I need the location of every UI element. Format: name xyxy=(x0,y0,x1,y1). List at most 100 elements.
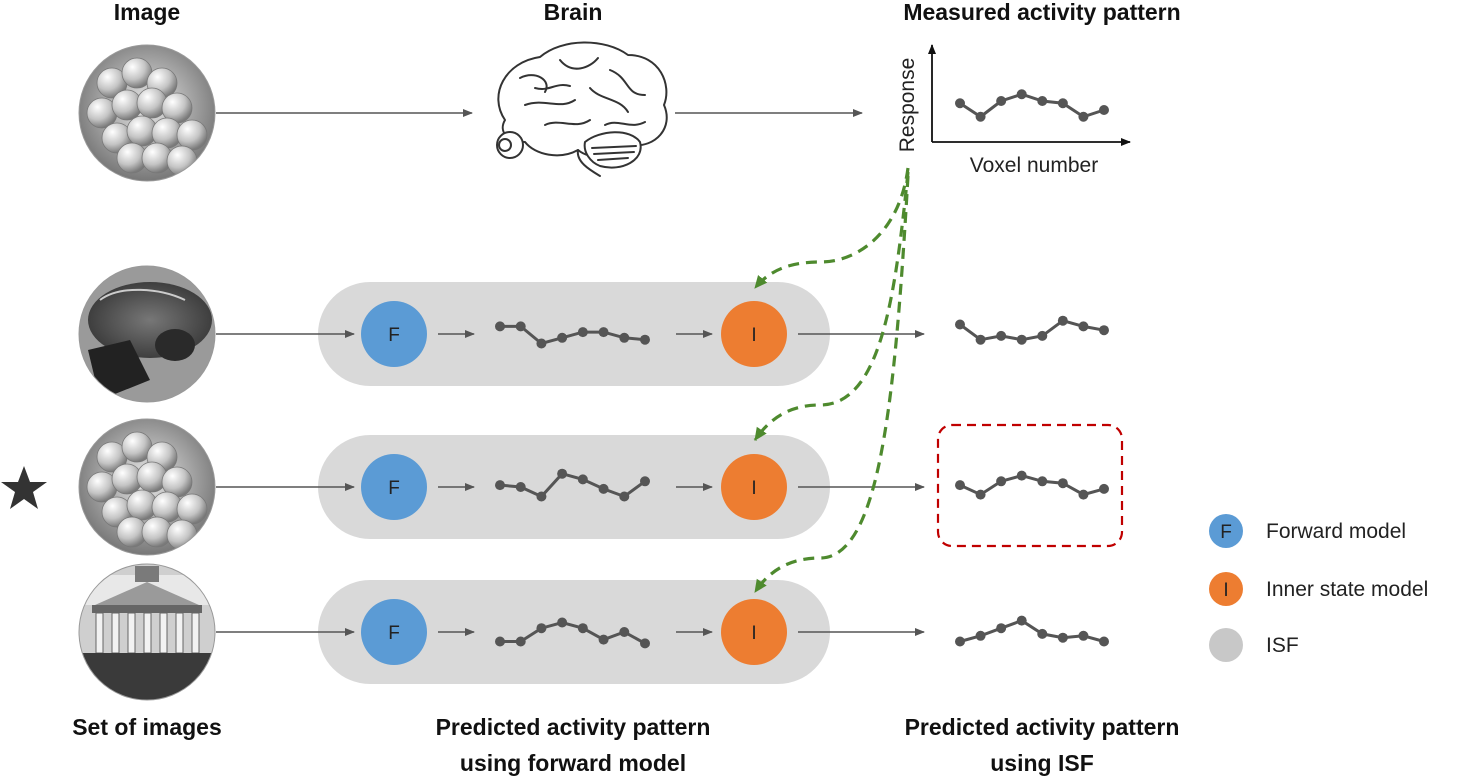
legend-forward-symbol: F xyxy=(1220,522,1232,543)
inner-model-node xyxy=(721,599,787,665)
inner-model-letter: I xyxy=(751,623,756,644)
measured-pattern-series-point xyxy=(955,98,965,109)
isf-pattern-point xyxy=(996,623,1007,634)
isf-pattern-point xyxy=(955,319,965,330)
forward-pattern-point xyxy=(536,338,547,349)
header-image: Image xyxy=(114,0,180,25)
measured-pattern-series-point xyxy=(1037,96,1048,106)
isf-pattern-point xyxy=(1037,628,1048,639)
inner-model-node xyxy=(721,454,787,520)
forward-pattern-point xyxy=(557,617,568,628)
isf-pattern-point xyxy=(1099,483,1109,494)
header-measured: Measured activity pattern xyxy=(903,0,1180,25)
measured-pattern-series-point xyxy=(996,96,1007,106)
isf-pattern-point xyxy=(1037,476,1048,487)
grapes-photo-top xyxy=(79,45,215,181)
forward-pattern-point xyxy=(495,321,505,332)
grapes-photo xyxy=(79,419,215,555)
forward-pattern xyxy=(495,468,650,502)
isf-pattern-point xyxy=(1057,315,1068,326)
isf-pattern-point xyxy=(955,636,965,647)
x-axis-label: Voxel number xyxy=(970,154,1098,177)
forward-pattern-point xyxy=(619,627,630,637)
measured-axes xyxy=(928,44,1131,146)
forward-pattern-point xyxy=(598,327,609,338)
header-brain: Brain xyxy=(544,0,603,25)
measured-pattern-series xyxy=(955,89,1109,122)
legend-isf: ISF xyxy=(1209,628,1299,662)
forward-model-letter: F xyxy=(388,325,400,346)
isf-pattern-point xyxy=(1099,325,1109,336)
forward-pattern-point xyxy=(536,623,547,634)
isf-pattern-point xyxy=(1078,489,1089,500)
isf-box xyxy=(318,435,830,539)
forward-pattern-point xyxy=(557,332,568,343)
y-axis-label: Response xyxy=(896,58,919,153)
measured-pattern-series-point xyxy=(1099,105,1109,115)
forward-model-letter: F xyxy=(388,623,400,644)
forward-model-node xyxy=(361,599,427,665)
isf-pattern-point xyxy=(955,480,965,491)
forward-model-node xyxy=(361,454,427,520)
isf-pattern-point xyxy=(996,476,1007,487)
isf-pattern-point xyxy=(1078,321,1089,332)
forward-model-letter: F xyxy=(388,478,400,499)
legend-forward: F Forward model xyxy=(1209,514,1406,548)
forward-pattern-point xyxy=(536,491,547,502)
forward-pattern xyxy=(495,617,650,649)
isf-pattern-point xyxy=(1078,630,1089,641)
forward-pattern-point xyxy=(495,480,505,491)
isf-pattern-point xyxy=(1099,636,1109,647)
feedback-arrows xyxy=(753,167,910,593)
forward-pattern-point xyxy=(515,482,526,492)
isf-box xyxy=(318,580,830,684)
legend-inner-symbol: I xyxy=(1223,580,1228,601)
isf-pattern-point xyxy=(975,489,986,500)
measured-pattern-series-point xyxy=(1057,98,1068,109)
forward-pattern-point xyxy=(577,623,588,634)
footer-pred-forward-1: Predicted activity pattern xyxy=(436,714,711,740)
measured-pattern-series-point xyxy=(1078,111,1089,122)
footer-pred-forward-2: using forward model xyxy=(460,750,686,776)
forward-model-node xyxy=(361,301,427,367)
building-photo xyxy=(79,564,215,700)
forward-pattern-point xyxy=(598,634,609,645)
legend: F Forward model I Inner state model ISF xyxy=(1209,514,1428,662)
footer-pred-isf-2: using ISF xyxy=(990,750,1094,776)
brain-icon xyxy=(496,41,668,177)
isf-pattern-point xyxy=(1057,632,1068,643)
forward-pattern-point xyxy=(619,332,630,343)
isf-pattern-point xyxy=(1016,334,1027,345)
forward-pattern-point xyxy=(557,468,568,479)
animal-photo xyxy=(79,266,215,402)
forward-pattern-point xyxy=(577,474,588,485)
forward-pattern-point xyxy=(640,638,650,649)
isf-pattern xyxy=(955,315,1109,345)
forward-pattern-point xyxy=(640,334,650,345)
inner-model-letter: I xyxy=(751,478,756,499)
forward-pattern-point xyxy=(577,327,588,338)
inner-model-node xyxy=(721,301,787,367)
isf-pattern-point xyxy=(975,334,986,345)
footer-set-of-images: Set of images xyxy=(72,714,222,740)
isf-pattern xyxy=(955,470,1109,500)
forward-pattern-point xyxy=(495,636,505,647)
measured-pattern-series-point xyxy=(1016,89,1027,100)
isf-pattern-point xyxy=(1037,330,1048,341)
isf-pattern xyxy=(955,615,1109,647)
isf-pattern-point xyxy=(1016,470,1027,481)
legend-forward-label: Forward model xyxy=(1266,520,1406,543)
footer-pred-isf-1: Predicted activity pattern xyxy=(905,714,1180,740)
forward-pattern-point xyxy=(598,483,609,494)
measured-pattern-series-point xyxy=(975,111,986,122)
legend-inner: I Inner state model xyxy=(1209,572,1428,606)
isf-pattern-point xyxy=(1016,615,1027,626)
inner-model-letter: I xyxy=(751,325,756,346)
forward-pattern-point xyxy=(515,321,526,332)
forward-pattern-point xyxy=(619,491,630,502)
measured-pattern xyxy=(955,89,1109,122)
selected-highlight-box xyxy=(936,423,1124,548)
